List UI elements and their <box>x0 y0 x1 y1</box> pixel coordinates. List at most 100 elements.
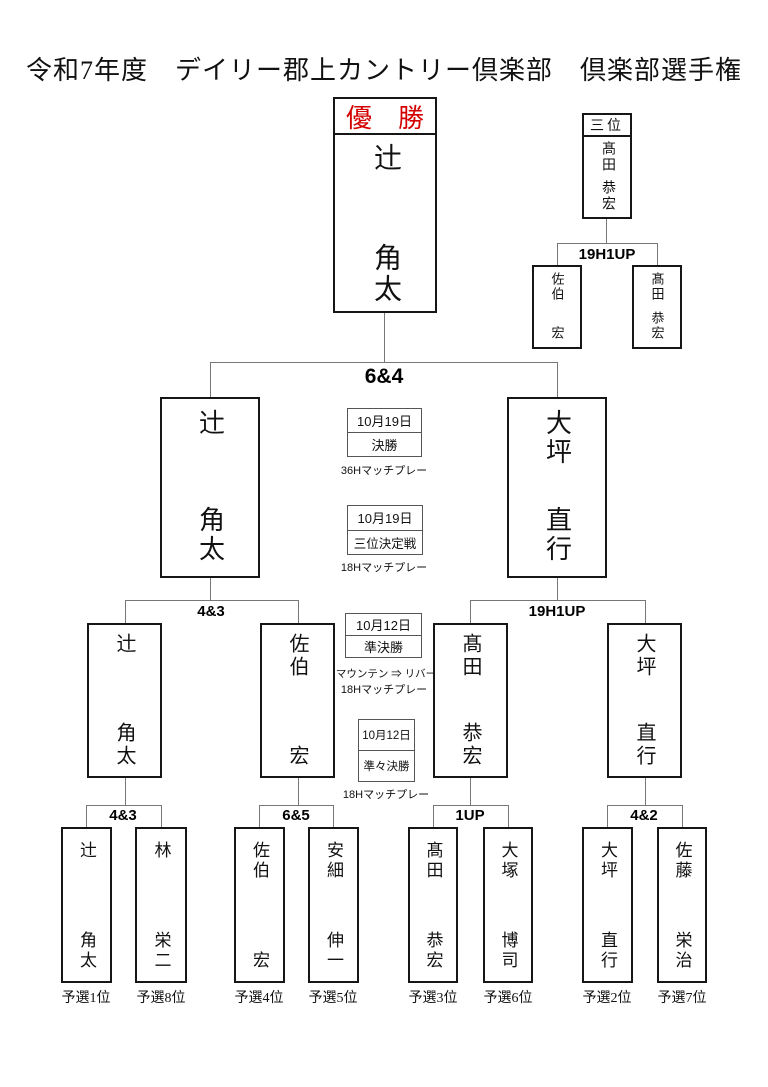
connector-line <box>657 243 658 265</box>
player-givenname: 角太 <box>195 506 225 564</box>
connector-line <box>508 805 509 827</box>
schedule-box-third: 10月19日 三位決定戦 <box>347 505 423 555</box>
seed-label-5: 予選3位 <box>408 991 458 1006</box>
connector-line <box>333 805 334 827</box>
connector-line <box>125 778 126 805</box>
quarterfinal-winner-box-2: 佐伯 宏 <box>260 623 335 778</box>
player-surname: 辻 <box>195 409 225 438</box>
schedule-note: 18Hマッチプレー <box>340 684 428 696</box>
round1-player-box-2: 林 栄二 <box>135 827 187 983</box>
player-surname: 髙田 <box>459 633 481 679</box>
player-surname: 辻 <box>370 143 401 174</box>
connector-line <box>433 805 509 806</box>
third-place-box: 三位 髙田 恭宏 <box>582 113 632 219</box>
semifinal-score-right: 19H1UP <box>528 603 586 620</box>
round1-player-box-3: 佐伯 宏 <box>234 827 285 983</box>
semifinal-winner-box-right: 大坪 直行 <box>507 397 607 578</box>
schedule-note: 36Hマッチプレー <box>340 465 428 477</box>
schedule-box-final: 10月19日 決勝 <box>347 408 422 457</box>
connector-line <box>259 805 334 806</box>
seed-label-1: 予選1位 <box>61 991 111 1006</box>
player-surname: 髙田 <box>600 141 615 173</box>
connector-line <box>125 600 299 601</box>
connector-line <box>557 243 558 265</box>
player-givenname: 直行 <box>633 722 655 768</box>
quarterfinal-score-4: 4&2 <box>630 807 658 824</box>
connector-line <box>298 600 299 623</box>
seed-label-2: 予選8位 <box>136 991 186 1006</box>
round1-player-box-1: 辻 角太 <box>61 827 112 983</box>
player-surname: 髙田 <box>649 272 665 302</box>
schedule-box-quarterfinal: 10月12日 準々決勝 <box>358 719 415 782</box>
player-givenname: 栄治 <box>672 931 692 971</box>
player-givenname: 直行 <box>542 506 572 564</box>
schedule-date: 10月12日 <box>346 614 421 636</box>
seed-label-4: 予選5位 <box>308 991 358 1006</box>
schedule-box-semifinal: 10月12日 準決勝 <box>345 613 422 658</box>
player-surname: 佐伯 <box>549 272 565 302</box>
schedule-note: 18Hマッチプレー <box>340 562 428 574</box>
final-score-label: 6&4 <box>364 365 404 388</box>
third-place-label: 三位 <box>584 115 630 137</box>
semifinal-score-left: 4&3 <box>197 603 225 620</box>
quarterfinal-score-2: 6&5 <box>282 807 310 824</box>
third-place-winner-name: 髙田 恭宏 <box>584 137 630 217</box>
connector-line <box>682 805 683 827</box>
player-surname: 髙田 <box>423 841 443 881</box>
player-surname: 辻 <box>113 633 135 656</box>
connector-line <box>645 778 646 805</box>
third-place-player-box-1: 佐伯 宏 <box>532 265 582 349</box>
champion-name: 辻 角太 <box>335 135 435 311</box>
round1-player-box-8: 佐藤 栄治 <box>657 827 707 983</box>
third-place-score-label: 19H1UP <box>578 246 636 263</box>
seed-label-8: 予選7位 <box>657 991 707 1006</box>
connector-line <box>433 805 434 827</box>
player-givenname: 宏 <box>286 745 308 768</box>
connector-line <box>470 778 471 805</box>
quarterfinal-score-1: 4&3 <box>109 807 137 824</box>
round1-player-box-6: 大塚 博司 <box>483 827 533 983</box>
player-givenname: 角太 <box>370 243 401 305</box>
player-givenname: 直行 <box>598 931 617 971</box>
player-surname: 大塚 <box>498 841 518 881</box>
schedule-round: 決勝 <box>371 438 398 453</box>
round1-player-box-5: 髙田 恭宏 <box>408 827 458 983</box>
tournament-title: 令和7年度 デイリー郡上カントリー倶楽部 倶楽部選手権 <box>25 56 742 85</box>
player-givenname: 角太 <box>77 931 96 971</box>
player-surname: 大坪 <box>542 409 572 467</box>
connector-line <box>384 313 385 362</box>
seed-label-3: 予選4位 <box>234 991 284 1006</box>
schedule-note: 18Hマッチプレー <box>342 789 430 801</box>
connector-line <box>557 243 658 244</box>
player-givenname: 宏 <box>250 951 269 971</box>
player-surname: 安細 <box>324 841 343 881</box>
schedule-round: 準々決勝 <box>363 761 410 773</box>
player-givenname: 恭宏 <box>423 931 443 971</box>
player-givenname: 栄二 <box>151 931 171 971</box>
connector-line <box>645 600 646 623</box>
player-surname: 大坪 <box>633 633 655 679</box>
player-surname: 佐伯 <box>250 841 269 881</box>
connector-line <box>210 362 558 363</box>
player-givenname: 恭宏 <box>459 722 481 768</box>
connector-line <box>607 805 683 806</box>
seed-label-7: 予選2位 <box>582 991 632 1006</box>
player-givenname: 伸一 <box>324 931 343 971</box>
connector-line <box>557 578 558 600</box>
semifinal-winner-box-left: 辻 角太 <box>160 397 260 578</box>
player-surname: 大坪 <box>598 841 617 881</box>
player-givenname: 恭宏 <box>649 311 665 341</box>
player-surname: 林 <box>151 841 171 861</box>
player-givenname: 博司 <box>498 931 518 971</box>
schedule-date: 10月12日 <box>359 720 414 751</box>
connector-line <box>607 805 608 827</box>
connector-line <box>125 600 126 623</box>
player-surname: 佐藤 <box>672 841 692 881</box>
quarterfinal-winner-box-4: 大坪 直行 <box>607 623 682 778</box>
player-givenname: 恭宏 <box>600 180 615 212</box>
connector-line <box>298 778 299 805</box>
round1-player-box-7: 大坪 直行 <box>582 827 633 983</box>
champion-box: 優 勝 辻 角太 <box>333 97 437 313</box>
third-place-player-box-2: 髙田 恭宏 <box>632 265 682 349</box>
